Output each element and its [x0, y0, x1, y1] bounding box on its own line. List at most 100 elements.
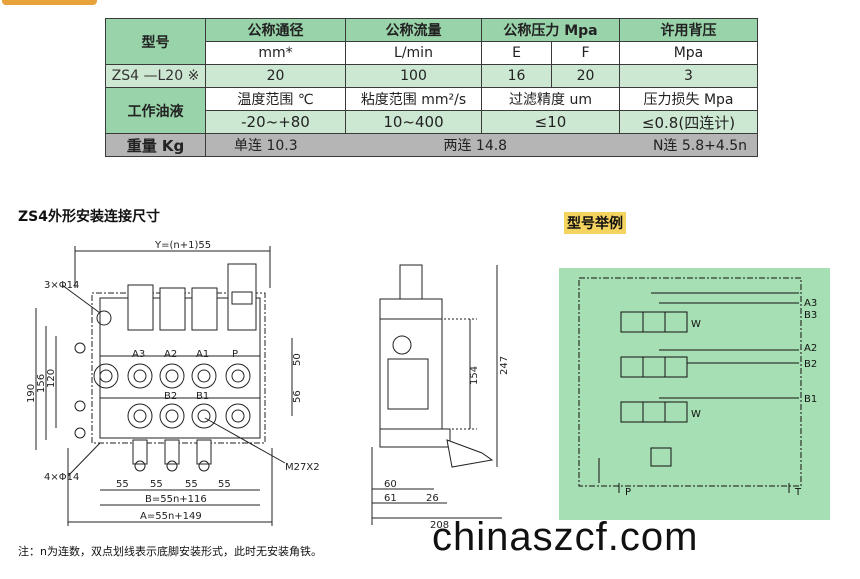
- dim-61-label: 61: [384, 493, 397, 504]
- dim-208-label: 208: [430, 520, 449, 530]
- oil-header-loss: 压力损失 Mpa: [619, 87, 758, 111]
- mount-hole-top: [96, 310, 112, 326]
- dim-247-label: 247: [499, 356, 510, 375]
- schematic-background: [559, 268, 830, 520]
- schematic-t: T: [794, 487, 802, 498]
- value-flow: 100: [345, 64, 482, 88]
- side-port: [392, 335, 412, 355]
- schematic-frame: [578, 277, 802, 487]
- oil-header-visc: 粘度范围 mm²/s: [345, 87, 482, 111]
- dim-55b-label: 55: [150, 479, 163, 490]
- value-back: 3: [619, 64, 758, 88]
- spool-cap-1: [127, 284, 154, 331]
- dim-56-label: 56: [292, 390, 303, 403]
- oil-value-visc: 10~400: [345, 110, 482, 134]
- schematic-b2: B2: [804, 359, 817, 370]
- valve-2-right: [664, 356, 688, 378]
- side-handle: [446, 439, 494, 468]
- spool-handles: [132, 439, 212, 472]
- side-window: [387, 358, 429, 410]
- spool-cap-2: [159, 287, 186, 331]
- hydraulic-schematic: A3 B3 A2 B2 B1 P T W W: [559, 268, 830, 520]
- dim-55a-label: 55: [116, 479, 129, 490]
- valve-2-mid: [642, 356, 666, 378]
- spool-cap-3: [191, 287, 218, 331]
- thread-label: M27X2: [285, 462, 320, 473]
- value-f: 20: [551, 64, 620, 88]
- dim-a-label: A=55n+149: [140, 511, 202, 522]
- weight-label-cell: 重量 Kg: [105, 133, 206, 157]
- valve-1-mid: [642, 401, 666, 423]
- port-b2-label: B2: [164, 391, 177, 402]
- side-relief-cap: [399, 264, 423, 300]
- unit-bore: mm*: [205, 41, 346, 65]
- weight-single: 单连 10.3: [234, 138, 298, 154]
- side-view-drawing: 154 247 60 61 26 208: [371, 264, 510, 530]
- valve-3-right: [664, 311, 688, 333]
- schematic-a3: A3: [804, 298, 817, 309]
- model-label-cell: 型号: [105, 18, 206, 65]
- header-flow: 公称流量: [345, 18, 482, 42]
- front-view-drawing: Y=(n+1)55 3×Φ14 4×Φ14 A3 A2 A1 P B2 B1 M…: [26, 240, 320, 526]
- dim-190-label: 190: [26, 384, 37, 403]
- oil-value-loss: ≤0.8(四连计): [619, 110, 758, 134]
- valve-3-left: [620, 311, 644, 333]
- port-b1-label: B1: [196, 391, 209, 402]
- port-a3-label: A3: [132, 349, 145, 360]
- leader-bottom-hole: [67, 442, 101, 477]
- dim-50-label: 50: [292, 353, 303, 366]
- dim-154-label: 154: [469, 366, 480, 385]
- leader-top-hole: [61, 284, 101, 314]
- y-dim-label: Y=(n+1)55: [154, 240, 211, 251]
- valve-2-left: [620, 356, 644, 378]
- valve-3-mid: [642, 311, 666, 333]
- oil-value-temp: -20~+80: [205, 110, 346, 134]
- dim-120-label: 120: [46, 369, 57, 388]
- schematic-b1: B1: [804, 394, 817, 405]
- section-title-dimensions: ZS4外形安装连接尺寸: [18, 209, 160, 225]
- value-e: 16: [481, 64, 552, 88]
- section-title-example: 型号举例: [564, 212, 626, 234]
- footnote: 注：n为连数，双点划线表示底脚安装形式，此时无安装角铁。: [18, 545, 322, 558]
- schematic-p: P: [625, 487, 631, 498]
- header-back-pressure: 许用背压: [619, 18, 758, 42]
- schematic-b3: B3: [804, 310, 817, 321]
- oil-header-filter: 过滤精度 um: [481, 87, 620, 111]
- model-value: ZS4 —L20 ※: [105, 64, 206, 88]
- unit-f: F: [551, 41, 620, 65]
- spec-table: 型号 公称通径 公称流量 公称压力 Mpa 许用背压 mm* L/min E F…: [105, 18, 758, 157]
- valve-1-right: [664, 401, 688, 423]
- body-outline-dashed: [91, 292, 266, 444]
- mount-hole-left-1: [74, 342, 86, 354]
- value-bore: 20: [205, 64, 346, 88]
- oil-header-temp: 温度范围 ℃: [205, 87, 346, 111]
- oil-value-filter: ≤10: [481, 110, 620, 134]
- port-circles-top: [93, 363, 251, 389]
- unit-back: Mpa: [619, 41, 758, 65]
- port-a1-label: A1: [196, 349, 209, 360]
- hole-top-label: 3×Φ14: [44, 280, 79, 291]
- side-top-block: [379, 298, 443, 320]
- dim-60-label: 60: [384, 479, 397, 490]
- dim-156-label: 156: [36, 374, 47, 393]
- relief-valve: [650, 447, 672, 467]
- port-a2-label: A2: [164, 349, 177, 360]
- schematic-w3: W: [691, 319, 701, 330]
- mount-hole-left-3: [74, 427, 86, 439]
- weight-double: 两连 14.8: [443, 138, 508, 154]
- unit-e: E: [481, 41, 552, 65]
- schematic-w1: W: [691, 409, 701, 420]
- watermark-text: chinaszcf.com: [432, 515, 699, 559]
- header-pressure: 公称压力 Mpa: [481, 18, 620, 42]
- top-badge: [2, 0, 97, 5]
- dim-55c-label: 55: [185, 479, 198, 490]
- dim-55d-label: 55: [218, 479, 231, 490]
- side-base: [379, 428, 451, 448]
- dim-26-label: 26: [426, 493, 439, 504]
- schematic-a2: A2: [804, 343, 817, 354]
- hole-bottom-label: 4×Φ14: [44, 472, 79, 483]
- unit-flow: L/min: [345, 41, 482, 65]
- relief-nut: [231, 291, 253, 305]
- port-circles-bottom: [127, 403, 251, 429]
- dim-b-label: B=55n+116: [145, 494, 207, 505]
